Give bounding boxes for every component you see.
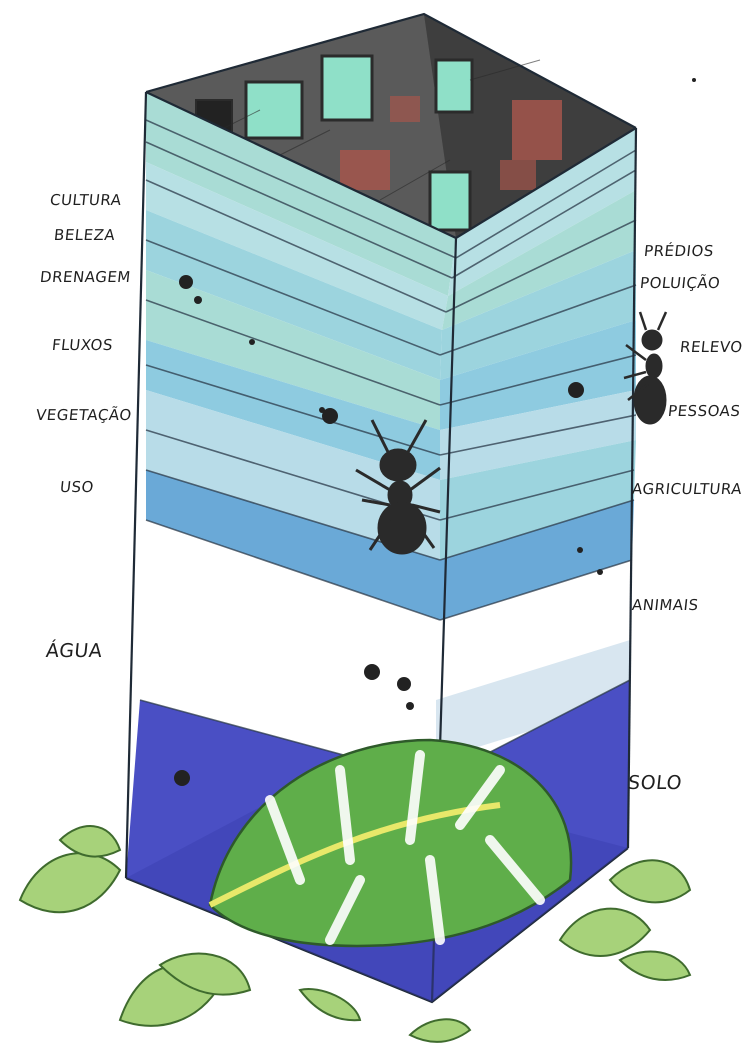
- label-poluicao: POLUIÇÃO: [639, 276, 721, 291]
- label-beleza: BELEZA: [53, 228, 116, 243]
- label-vegetacao: VEGETAÇÃO: [35, 408, 132, 423]
- label-predios: PRÉDIOS: [643, 244, 714, 259]
- label-solo: SOLO: [627, 774, 683, 793]
- label-cultura: CULTURA: [49, 193, 122, 208]
- label-relevo: RELEVO: [679, 340, 743, 355]
- label-pessoas: PESSOAS: [667, 404, 741, 419]
- label-agua: ÁGUA: [45, 642, 103, 661]
- label-fluxos: FLUXOS: [51, 338, 113, 353]
- label-animais: ANIMAIS: [631, 598, 699, 613]
- label-drenagem: DRENAGEM: [39, 270, 131, 285]
- label-agricultura: AGRICULTURA: [631, 482, 743, 497]
- label-uso: USO: [59, 480, 94, 495]
